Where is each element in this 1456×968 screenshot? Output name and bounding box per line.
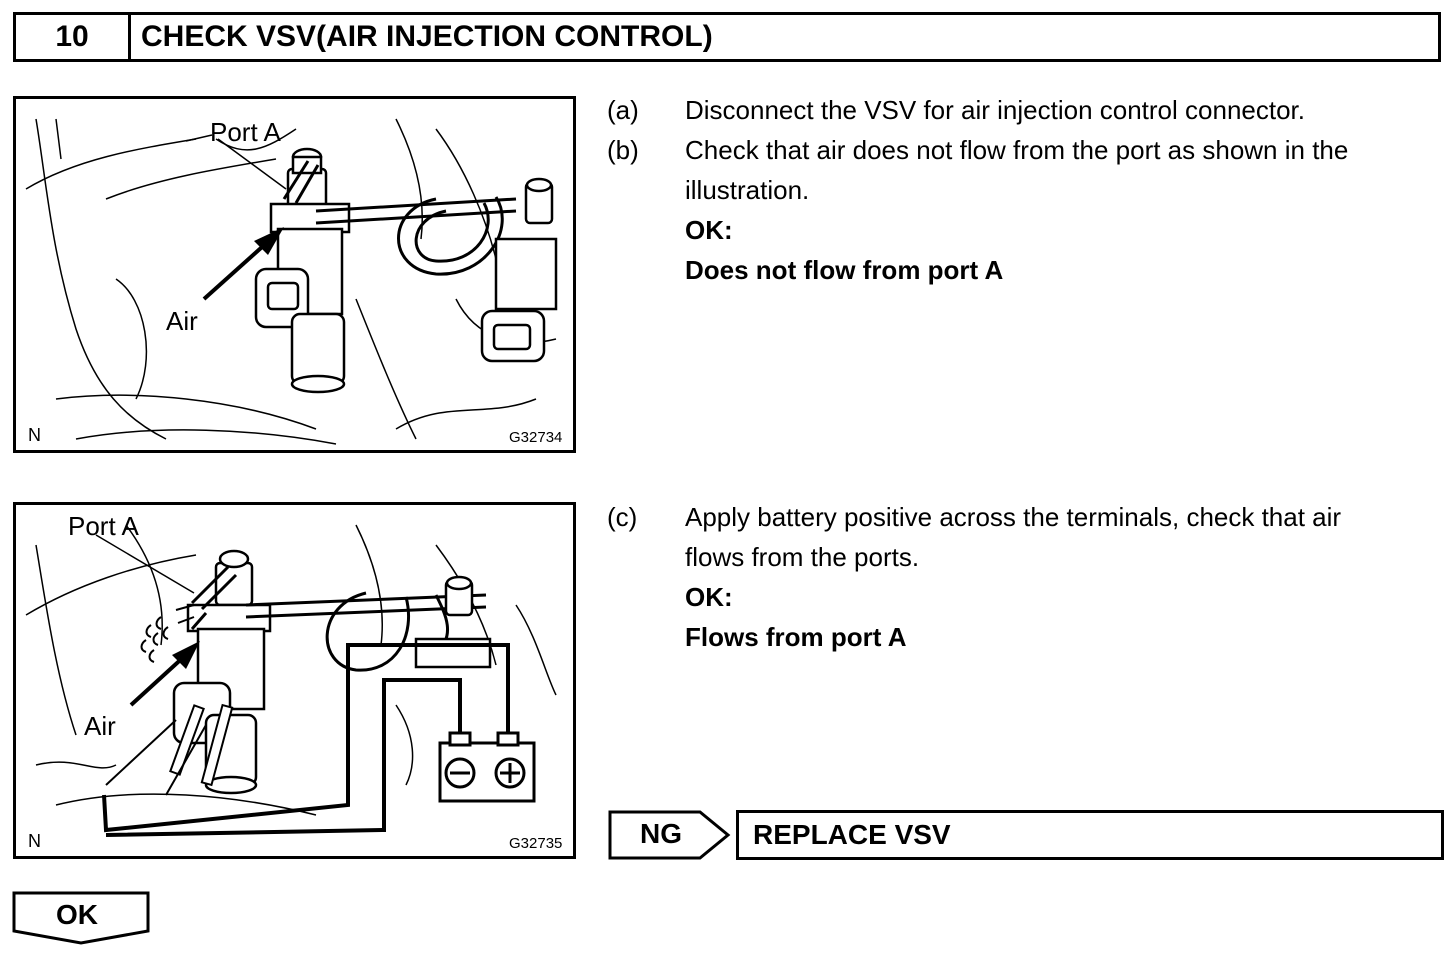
ng-action-text: REPLACE VSV [753, 819, 951, 850]
step-c-text-line1: Apply battery positive across the termin… [685, 502, 1342, 532]
air-flow-arrow [202, 227, 284, 301]
engine-vsv-illustration-1 [25, 118, 558, 445]
step-number: 10 [16, 15, 131, 59]
step-b-tag: (b) [607, 135, 639, 165]
ng-arrow-shape [608, 810, 731, 860]
ok-result-tag[interactable]: OK [12, 891, 150, 945]
corner-mark: N [28, 831, 41, 851]
figure-vsv-flow: Port A Air N G32735 [13, 502, 576, 859]
step-b-text-line2: illustration. [685, 175, 810, 205]
ok-label: OK [56, 899, 98, 930]
step-a-tag: (a) [607, 95, 639, 125]
step-c-ok-label: OK: [685, 582, 733, 612]
step-c-text-line2: flows from the ports. [685, 542, 920, 572]
step-c-tag: (c) [607, 502, 638, 532]
ng-label: NG [640, 818, 682, 849]
air-label: Air [84, 711, 116, 741]
figure-code: G32734 [509, 429, 563, 446]
step-b-text-line1: Check that air does not flow from the po… [685, 135, 1349, 165]
step-title: CHECK VSV(AIR INJECTION CONTROL) [141, 20, 713, 53]
step-c: (c) Apply battery positive across the te… [607, 497, 1456, 657]
step-c-ok-result: Flows from port A [685, 622, 907, 652]
ok-arrow-shape [12, 891, 150, 945]
engine-vsv-illustration-2 [25, 524, 557, 837]
port-a-label: Port A [68, 511, 139, 541]
figure-vsv-no-flow: Port A Air N G32734 [13, 96, 576, 453]
battery-icon [438, 731, 536, 803]
step-b-ok-result: Does not flow from port A [685, 255, 1004, 285]
corner-mark: N [28, 425, 41, 445]
figure-code: G32735 [509, 835, 563, 852]
air-flow-arrow [129, 641, 200, 707]
step-b-ok-label: OK: [685, 215, 733, 245]
step-b: (b) Check that air does not flow from th… [607, 130, 1456, 290]
port-a-label: Port A [210, 117, 281, 147]
step-a: (a) Disconnect the VSV for air injection… [607, 90, 1456, 130]
air-puff-icon [140, 604, 195, 663]
step-a-text: Disconnect the VSV for air injection con… [685, 95, 1305, 125]
ng-action-box: REPLACE VSV [736, 810, 1444, 860]
air-label: Air [166, 306, 198, 336]
ng-result-tag[interactable]: NG [608, 810, 732, 860]
step-header: 10 CHECK VSV(AIR INJECTION CONTROL) [13, 12, 1441, 62]
